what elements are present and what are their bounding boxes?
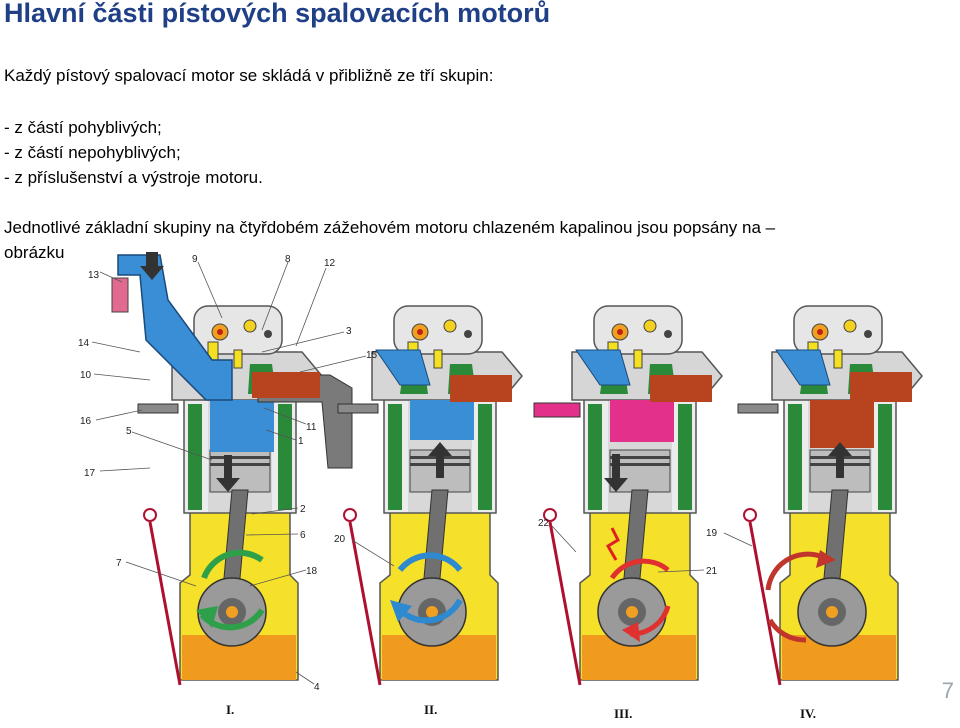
callout-label: 14 <box>78 338 90 349</box>
list-item: - z částí pohyblivých; <box>4 118 162 137</box>
callout-label: 5 <box>126 426 132 437</box>
list-item: - z příslušenství a výstroje motoru. <box>4 168 263 187</box>
callout-label: 7 <box>116 558 122 569</box>
engine-stage-1 <box>111 252 353 687</box>
engine-stage-4 <box>736 304 924 687</box>
callout-label: 19 <box>706 528 718 539</box>
description-text: obrázku <box>4 243 65 262</box>
callout-label: 3 <box>346 326 352 337</box>
callout-label: 17 <box>84 468 96 479</box>
stroke-label: I. <box>226 702 234 717</box>
callout-label: 12 <box>324 258 336 269</box>
callout-label: 8 <box>285 254 291 265</box>
callout-label: 13 <box>88 270 100 281</box>
stroke-label: IV. <box>800 706 816 721</box>
engine-stage-2 <box>336 304 524 687</box>
callout-label: 16 <box>80 416 92 427</box>
callout-label: 1 <box>298 436 304 447</box>
callout-leaders <box>91 261 753 685</box>
description-text: Jednotlivé základní skupiny na čtyřdobém… <box>4 218 776 237</box>
callout-label: 15 <box>366 350 378 361</box>
page-number: 7 <box>941 678 954 703</box>
callout-label: 18 <box>306 566 318 577</box>
list-item: - z částí nepohyblivých; <box>4 143 181 162</box>
callout-label: 6 <box>300 530 306 541</box>
stroke-label: II. <box>424 702 437 717</box>
callout-label: 10 <box>80 370 92 381</box>
engine-stage-3 <box>533 304 724 687</box>
callout-label: 2 <box>300 504 306 515</box>
callout-label: 20 <box>334 534 346 545</box>
stroke-label: III. <box>614 706 632 721</box>
callout-label: 4 <box>314 682 320 693</box>
callout-label: 11 <box>306 422 317 433</box>
callout-label: 9 <box>192 254 198 265</box>
slide-title: Hlavní části pístových spalovacích motor… <box>4 0 551 28</box>
callout-label: 21 <box>706 566 718 577</box>
callout-label: 22 <box>538 518 550 529</box>
intro-text: Každý pístový spalovací motor se skládá … <box>4 66 494 85</box>
